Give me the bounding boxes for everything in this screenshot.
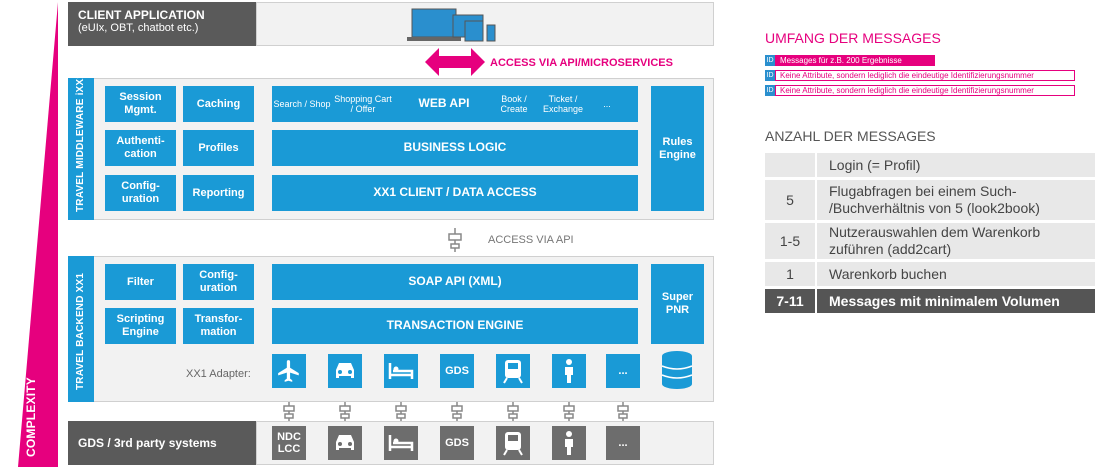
message-desc: Flugabfragen bei einem Such- /Buchverhäl…: [817, 180, 1095, 220]
id-text: Messages für z.B. 200 Ergebnisse: [775, 55, 935, 66]
profiles-box: Profiles: [183, 130, 254, 166]
id-tag: ID: [765, 55, 775, 66]
client-app-subtitle: (eUIx, OBT, chatbot etc.): [78, 22, 199, 34]
configuration-box: Config-uration: [105, 175, 176, 211]
middleware-label: TRAVEL MIDDLEWARE iXX1: [75, 72, 86, 212]
web-api-item: Search / Shop: [273, 98, 331, 109]
umfang-title: UMFANG DER MESSAGES: [765, 30, 941, 46]
database-icon: [661, 351, 693, 389]
hotel-bed-icon: [384, 426, 418, 460]
business-logic-box: BUSINESS LOGIC: [272, 130, 638, 166]
more-system-box: ...: [606, 426, 640, 460]
id-row: ID Keine Attribute, sondern lediglich di…: [765, 85, 1075, 96]
backend-label: TRAVEL BACKEND XX1: [75, 272, 86, 390]
rules-engine-box: Rules Engine: [651, 86, 704, 211]
web-api-item: Ticket / Exchange: [542, 93, 584, 114]
gds-label: GDS / 3rd party systems: [68, 421, 256, 465]
id-tag: ID: [765, 85, 775, 96]
transformation-box: Transfor-mation: [183, 308, 254, 344]
id-tag: ID: [765, 70, 775, 81]
more-adapter-box: ...: [606, 354, 640, 388]
backend-configuration-box: Config-uration: [183, 264, 254, 300]
web-api-item: ...: [603, 98, 611, 109]
adapter-label: XX1 Adapter:: [186, 368, 251, 380]
message-count: 1-5: [765, 223, 815, 259]
message-desc: Warenkorb buchen: [817, 262, 1095, 286]
person-icon: [552, 426, 586, 460]
authentication-box: Authenti-cation: [105, 130, 176, 166]
filter-box: Filter: [105, 264, 176, 300]
middleware-side: [68, 78, 94, 220]
gds-panel: [256, 421, 714, 465]
reporting-box: Reporting: [183, 175, 254, 211]
caching-box: Caching: [183, 86, 254, 122]
message-row: Login (= Profil): [765, 153, 1095, 177]
car-icon: [328, 354, 362, 388]
gds-system-box: GDS: [440, 426, 474, 460]
transaction-engine-box: TRANSACTION ENGINE: [272, 308, 638, 344]
person-icon: [552, 354, 586, 388]
train-icon: [496, 426, 530, 460]
message-count: 5: [765, 180, 815, 220]
client-access-box: XX1 CLIENT / DATA ACCESS: [272, 175, 638, 211]
web-api-item: Shopping Cart / Offer: [334, 93, 392, 114]
web-api-title: WEB API: [418, 96, 470, 111]
message-count: [765, 153, 815, 177]
client-app-label: CLIENT APPLICATION (eUIx, OBT, chatbot e…: [68, 2, 256, 46]
connector-row: [283, 402, 629, 422]
message-total-desc: Messages mit minimalem Volumen: [817, 289, 1095, 313]
message-total-count: 7-11: [765, 289, 815, 313]
client-app-panel: [256, 2, 714, 46]
session-mgmt-box: Session Mgmt.: [105, 86, 176, 122]
message-row: 5 Flugabfragen bei einem Such- /Buchverh…: [765, 180, 1095, 220]
message-count: 1: [765, 262, 815, 286]
soap-api-box: SOAP API (XML): [272, 264, 638, 300]
scripting-engine-box: Scripting Engine: [105, 308, 176, 344]
id-text: Keine Attribute, sondern lediglich die e…: [775, 85, 1075, 96]
id-text: Keine Attribute, sondern lediglich die e…: [775, 70, 1075, 81]
api-connector-icon: [448, 228, 462, 252]
message-desc: Nutzerauswahlen dem Warenkorb zuführen (…: [817, 223, 1095, 259]
complexity-label: COMPLEXITY: [24, 376, 38, 457]
devices-icon: [407, 8, 496, 42]
ndc-lcc-box: NDC LCC: [272, 426, 306, 460]
double-arrow-icon: [425, 48, 485, 76]
id-row: ID Messages für z.B. 200 Ergebnisse: [765, 55, 935, 66]
message-desc: Login (= Profil): [817, 153, 1095, 177]
backend-side: [68, 256, 94, 402]
anzahl-title: ANZAHL DER MESSAGES: [765, 128, 936, 144]
id-row: ID Keine Attribute, sondern lediglich di…: [765, 70, 1075, 81]
access-microservices-label: ACCESS VIA API/MICROSERVICES: [490, 57, 673, 69]
web-api-box: Search / Shop Shopping Cart / Offer WEB …: [272, 86, 638, 122]
complexity-triangle: [18, 2, 58, 467]
hotel-bed-icon: [384, 354, 418, 388]
super-pnr-box: Super PNR: [651, 264, 704, 344]
web-api-item: Book / Create: [500, 93, 528, 114]
train-icon: [496, 354, 530, 388]
message-total-row: 7-11 Messages mit minimalem Volumen: [765, 289, 1095, 313]
gds-adapter-box: GDS: [440, 354, 474, 388]
message-row: 1-5 Nutzerauswahlen dem Warenkorb zuführ…: [765, 223, 1095, 259]
car-icon: [328, 426, 362, 460]
client-app-title: CLIENT APPLICATION: [78, 8, 205, 22]
access-api-label: ACCESS VIA API: [488, 234, 574, 246]
message-row: 1 Warenkorb buchen: [765, 262, 1095, 286]
plane-icon: [272, 354, 306, 388]
